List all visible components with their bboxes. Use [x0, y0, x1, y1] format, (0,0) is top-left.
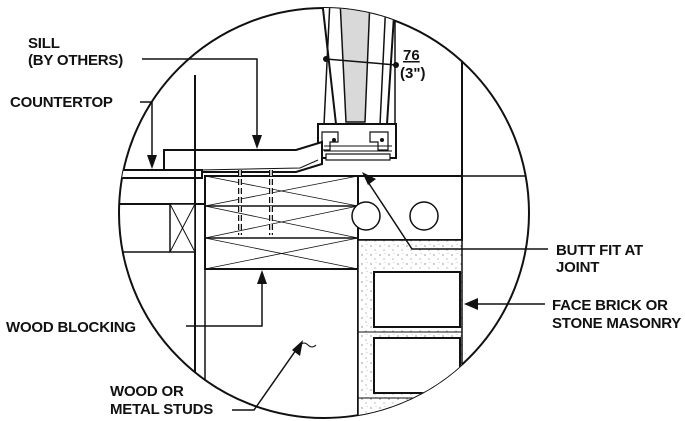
- countertop-leader: [140, 101, 153, 160]
- wood-blocking: [204, 170, 359, 270]
- butt-fit-label-line2: JOINT: [556, 259, 599, 276]
- butt-fit-leader: [367, 181, 548, 250]
- sill-label-line1: SILL: [28, 35, 60, 52]
- detail-section: [119, 8, 529, 418]
- wood-studs-label-line2: METAL STUDS: [110, 401, 213, 418]
- dimension-line: [325, 58, 397, 66]
- wood-blocking-leader: [186, 280, 263, 327]
- dimension-in-label: (3"): [400, 65, 425, 82]
- leader-lines: [140, 56, 548, 411]
- studs-leader: [232, 349, 297, 411]
- sill-leader: [142, 58, 258, 140]
- butt-fit-label-line1: BUTT FIT AT: [556, 242, 643, 259]
- face-brick-label-line1: FACE BRICK OR: [552, 297, 668, 314]
- face-brick-label-line2: STONE MASONRY: [552, 315, 681, 332]
- wood-blocking-label: WOOD BLOCKING: [6, 319, 136, 336]
- masonry-sill-unit: [351, 175, 529, 241]
- sill-board: [163, 140, 323, 173]
- face-brick-masonry: [357, 239, 463, 418]
- blocking-small: [119, 203, 196, 253]
- dimension-mm-label: 76: [403, 47, 420, 64]
- sill-label-line2: (BY OTHERS): [28, 52, 123, 69]
- countertop: [119, 169, 203, 179]
- wood-studs-label-line1: WOOD OR: [110, 383, 184, 400]
- window-frame: [317, 8, 397, 161]
- countertop-label: COUNTERTOP: [10, 94, 113, 111]
